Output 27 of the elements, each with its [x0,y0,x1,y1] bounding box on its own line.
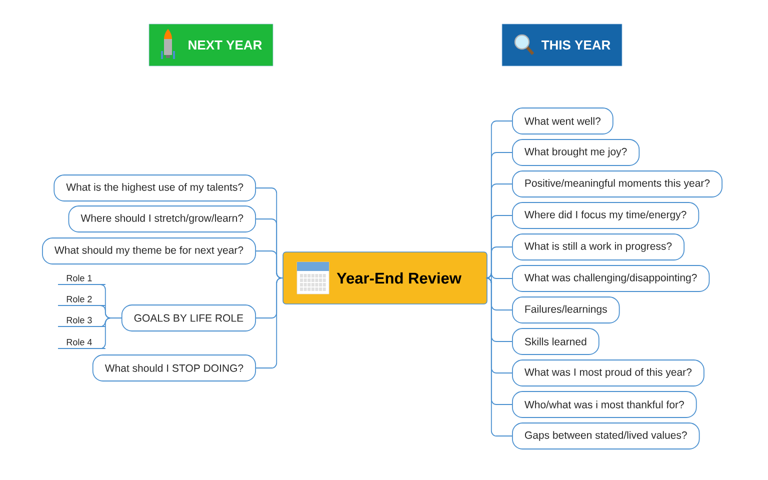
header-box: THIS YEAR [502,24,622,66]
topic-box: What was challenging/disappointing? [512,265,710,292]
topic-box: Who/what was i most thankful for? [512,391,697,418]
connector [256,278,284,368]
topic-box: What was I most proud of this year? [512,360,704,386]
topic-box: Where should I stretch/grow/learn? [68,206,256,232]
topic-box: GOALS BY LIFE ROLE [121,304,256,332]
topic-box: Failures/learnings [512,296,620,324]
topic-box: Where did I focus my time/energy? [512,202,700,229]
topic-box: Gaps between stated/lived values? [512,422,700,450]
central-topic-box: Year-End Review [282,252,488,304]
topic-box: What should I STOP DOING? [92,354,256,382]
topic-box: What is the highest use of my talents? [54,174,256,202]
topic-box: What went well? [512,108,614,134]
topic-box: Positive/meaningful moments this year? [512,170,722,198]
connector [486,246,512,278]
header-box: NEXT YEAR [148,24,274,66]
role-label: Role 1 [66,274,92,282]
topic-box: What brought me joy? [512,139,640,166]
role-label: Role 4 [66,338,92,346]
role-label: Role 2 [66,296,92,302]
topic-box: What should my theme be for next year? [42,238,256,264]
connector [58,318,122,349]
topic-box: What is still a work in progress? [512,234,685,260]
topic-box: Skills learned [512,328,600,355]
role-label: Role 3 [66,316,92,324]
connector [486,278,512,436]
